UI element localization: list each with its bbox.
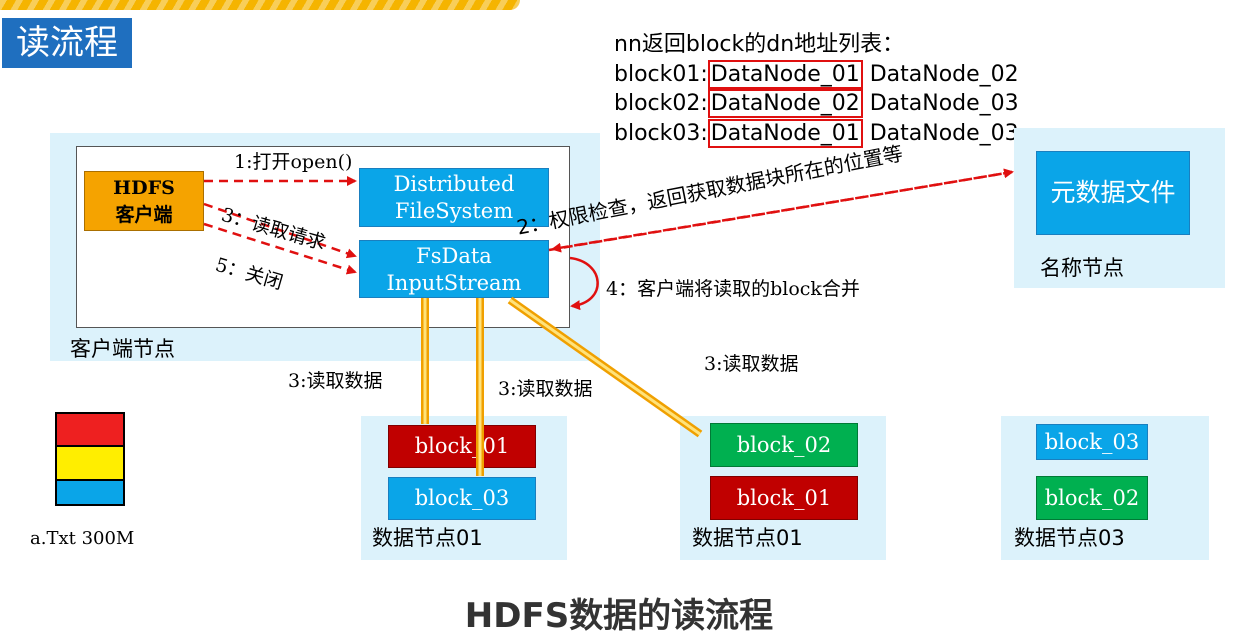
page-title: 读流程 <box>2 18 132 68</box>
data-node-label-1: 数据节点01 <box>372 526 483 550</box>
top-accent-bar <box>0 0 520 10</box>
client-node-label: 客户端节点 <box>70 337 175 361</box>
primary-datanode: DataNode_01 <box>707 118 863 148</box>
file-label: a.Txt 300M <box>30 528 135 549</box>
primary-datanode: DataNode_02 <box>707 89 863 118</box>
block-id: block03: <box>614 120 708 146</box>
distributed-fs-line1: Distributed <box>393 172 515 196</box>
read-data-label-1: 3:读取数据 <box>288 370 383 392</box>
read-data-label-2: 3:读取数据 <box>498 378 593 400</box>
read-pipe-3-highlight <box>509 298 701 436</box>
secondary-datanode: DataNode_03 <box>869 91 1019 116</box>
block-03-node3: block_03 <box>1036 424 1148 460</box>
data-node-label-3: 数据节点03 <box>1014 526 1125 550</box>
read-request-arrow <box>203 202 357 259</box>
name-node-label: 名称节点 <box>1040 256 1124 280</box>
secondary-datanode: DataNode_03 <box>869 120 1019 146</box>
distributed-filesystem-box: Distributed FileSystem <box>359 168 549 227</box>
fsdata-line2: InputStream <box>386 271 522 295</box>
namenode-list-heading: nn返回block的dn地址列表： <box>614 32 905 57</box>
block-id: block02: <box>614 91 708 116</box>
block-id: block01: <box>614 61 708 87</box>
top-accent-stripes <box>0 0 520 10</box>
block-01-node2: block_01 <box>710 476 858 520</box>
read-data-label-3: 3:读取数据 <box>704 353 799 375</box>
hdfs-client-box: HDFS 客户端 <box>84 171 204 231</box>
namenode-list-row: block01:DataNode_01 DataNode_02 <box>614 59 1019 90</box>
fsdata-inputstream-box: FsData InputStream <box>359 240 549 298</box>
metadata-file-box: 元数据文件 <box>1036 151 1190 235</box>
permission-arrow-back <box>551 170 1013 253</box>
merge-label: 4：客户端将读取的block合并 <box>606 278 860 300</box>
block-01-node1: block_01 <box>388 425 536 468</box>
fsdata-line1: FsData <box>416 244 492 268</box>
secondary-datanode: DataNode_02 <box>869 61 1019 87</box>
namenode-list: nn返回block的dn地址列表： block01:DataNode_01 Da… <box>614 30 1019 148</box>
block-02-node2: block_02 <box>710 423 858 467</box>
namenode-list-row: block03:DataNode_01 DataNode_03 <box>614 118 1019 149</box>
hdfs-client-line1: HDFS <box>113 177 175 199</box>
data-node-label-2: 数据节点01 <box>692 526 803 550</box>
distributed-fs-line2: FileSystem <box>394 199 514 223</box>
primary-datanode: DataNode_01 <box>707 59 863 89</box>
block-02-node3: block_02 <box>1036 476 1148 520</box>
file-segment-3 <box>55 479 125 506</box>
hdfs-client-line2: 客户端 <box>115 204 173 226</box>
open-label: 1:打开open() <box>234 151 353 173</box>
block-03-node1: block_03 <box>388 477 536 520</box>
close-arrow <box>203 222 357 275</box>
namenode-list-row: block02:DataNode_02 DataNode_03 <box>614 89 1019 119</box>
footer-title: HDFS数据的读流程 <box>464 596 774 636</box>
merge-arrow <box>569 256 599 311</box>
